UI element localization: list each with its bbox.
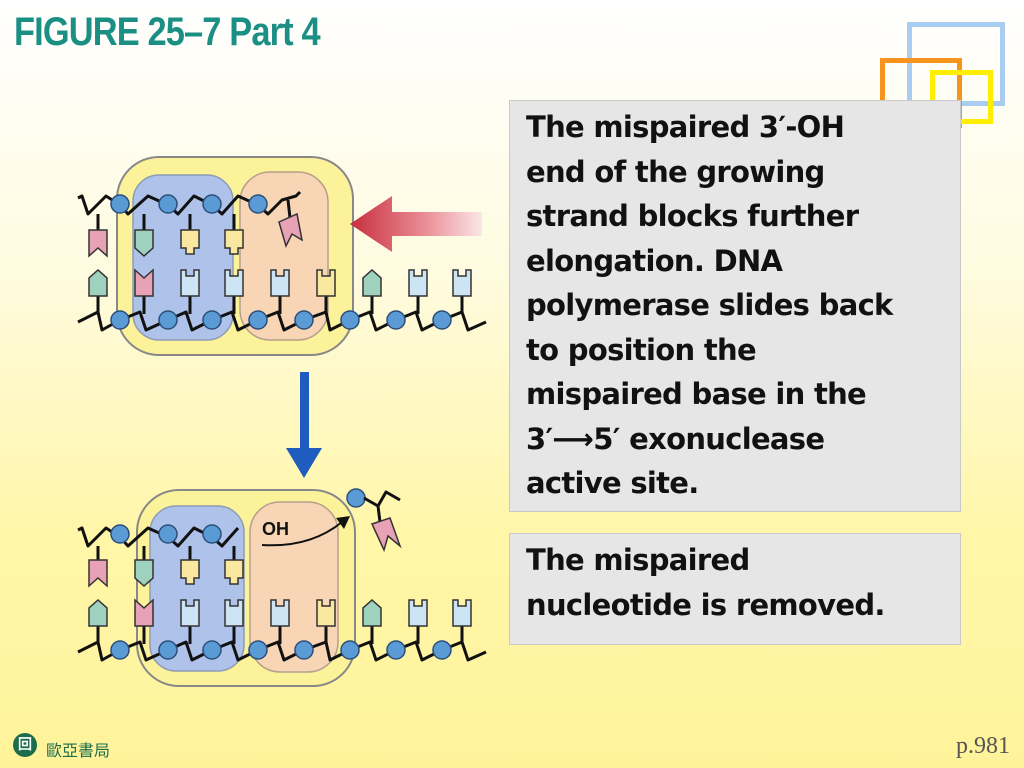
polymerase-blue-domain bbox=[132, 174, 234, 341]
step-1-line: The mispaired 3′-OH bbox=[526, 110, 845, 144]
step-1-line: to position the bbox=[526, 332, 757, 367]
page-title: FIGURE 25–7 Part 4 bbox=[14, 10, 321, 54]
step-2-line: The mispaired bbox=[526, 543, 750, 577]
step-1-line: mispaired base in the bbox=[526, 377, 867, 411]
step-arrow-down bbox=[286, 372, 322, 478]
polymerase-exonuclease-domain bbox=[239, 171, 329, 341]
diagram-panel-1 bbox=[77, 156, 487, 356]
oh-label: OH bbox=[262, 519, 289, 539]
publisher-logo-icon: 回 bbox=[13, 733, 37, 757]
slide-back-arrow bbox=[350, 196, 482, 252]
step-1-line: 3′⟶5′ exonuclease bbox=[526, 421, 825, 456]
step-1-line: end of the growing bbox=[526, 154, 825, 189]
decoration-square-yellow bbox=[930, 70, 993, 124]
step-1-line: strand blocks further bbox=[526, 199, 859, 233]
oh-release-arrow bbox=[261, 521, 343, 547]
publisher-name: 歐亞書局 bbox=[46, 741, 111, 760]
step-2-description: The mispaired nucleotide is removed. bbox=[509, 533, 961, 645]
step-1-line: active site. bbox=[526, 466, 699, 500]
diagram-panel-2: OH bbox=[77, 488, 487, 687]
removed-nucleotide bbox=[346, 488, 402, 553]
top-strand bbox=[77, 190, 302, 216]
step-2-line: nucleotide is removed. bbox=[526, 587, 885, 622]
polymerase-blue-domain bbox=[149, 505, 245, 672]
step-1-description: The mispaired 3′-OH end of the growing s… bbox=[509, 100, 961, 512]
step-1-line: elongation. DNA bbox=[526, 243, 783, 278]
bottom-strand bbox=[77, 310, 487, 332]
page-number: p.981 bbox=[956, 733, 1010, 759]
step-1-line: polymerase slides back bbox=[526, 288, 893, 322]
